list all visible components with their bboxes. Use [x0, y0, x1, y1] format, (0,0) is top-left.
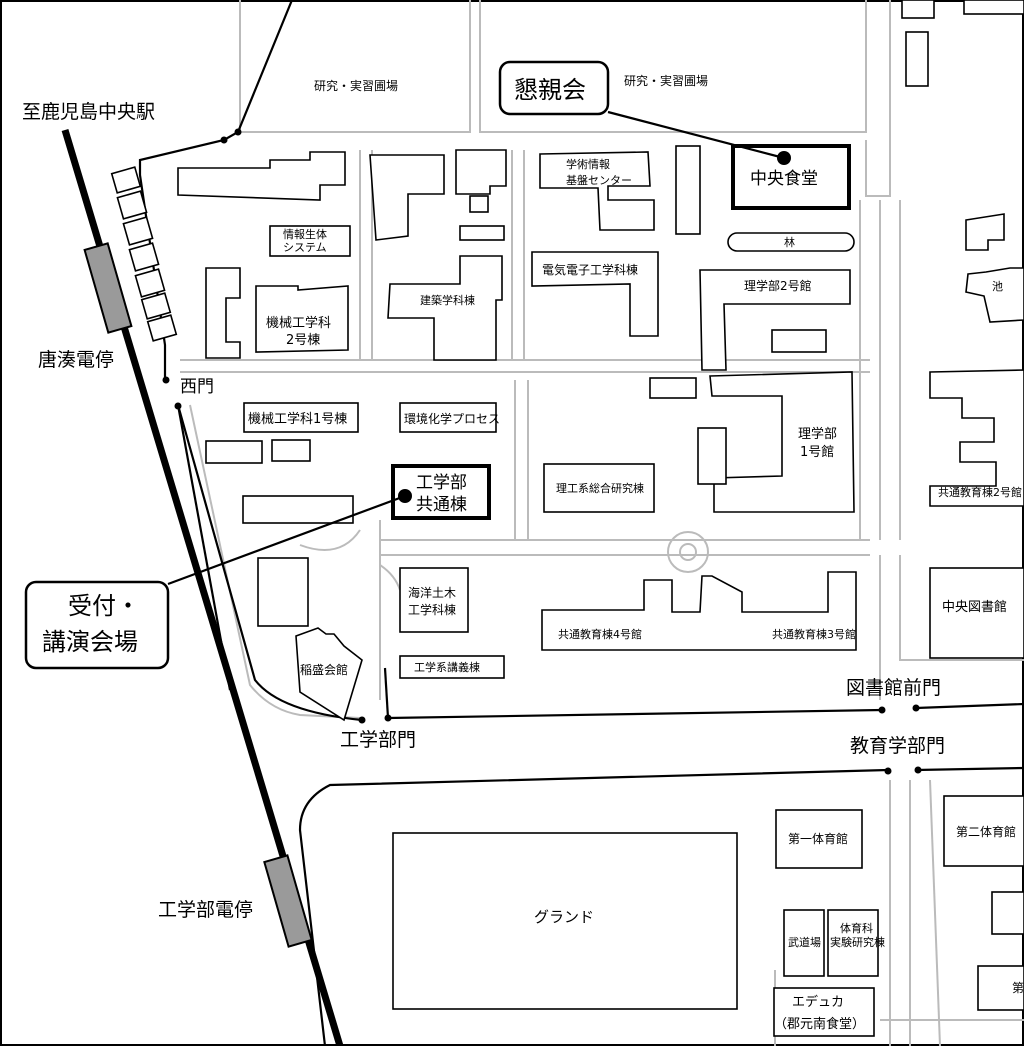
label-jouhou: 情報生体 [283, 227, 327, 241]
label-inamori: 稲盛会館 [300, 662, 348, 677]
station-label-kogakubu: 工学部電停 [158, 899, 253, 921]
station-labels: 至鹿児島中央駅 唐湊電停 工学部電停 [22, 101, 253, 921]
callout-labels: 懇親会 受付・ 講演会場 [42, 76, 586, 656]
konshinkai-callout [498, 60, 610, 116]
label-science-1: 理学部 [798, 426, 837, 442]
label-mechanical-2: 機械工学科 [266, 315, 331, 331]
label-forest: 林 [784, 235, 795, 249]
label-architecture: 建築学科棟 [420, 293, 475, 307]
label-electrical: 電気電子工学科棟 [542, 262, 638, 277]
label-pe: 体育科 [840, 921, 873, 935]
building-labels: 研究・実習圃場 研究・実習圃場 学術情報 基盤センター 中央食堂 林 情報生体 … [248, 73, 1024, 1032]
buildings [177, 0, 1024, 1037]
gate-label-west: 西門 [180, 377, 214, 397]
label-educa-2: （郡元南食堂） [774, 1016, 865, 1032]
label-library: 中央図書館 [942, 600, 1007, 615]
label-science-2: 理学部2号館 [744, 278, 812, 293]
label-eng-lecture: 工学系講義棟 [414, 660, 480, 674]
gate-label-engineering: 工学部門 [340, 729, 416, 751]
label-common-4: 共通教育棟4号館 [558, 627, 642, 641]
label-mechanical-2b: 2号棟 [286, 333, 320, 348]
small-buildings-west [110, 166, 178, 342]
label-jouhou-2: システム [283, 241, 327, 254]
label-common-2: 共通教育棟2号館 [938, 485, 1022, 499]
label-eng-common: 工学部 [416, 473, 467, 493]
label-gym-2: 第二体育館 [956, 824, 1016, 839]
label-science-1b: 1号館 [800, 445, 834, 460]
station-label-kagoshima-chuo: 至鹿児島中央駅 [22, 101, 155, 123]
label-gakujutsu-2: 基盤センター [566, 174, 632, 187]
label-pond: 池 [992, 280, 1003, 293]
label-eng-common-2: 共通棟 [416, 495, 467, 515]
konshinkai-label: 懇親会 [514, 76, 586, 104]
label-edge: 第 [1012, 981, 1024, 995]
label-gym-1: 第一体育館 [788, 831, 848, 846]
label-budo: 武道場 [788, 935, 821, 949]
label-central-cafeteria: 中央食堂 [750, 169, 818, 189]
label-farm-right: 研究・実習圃場 [624, 73, 708, 88]
label-pe-2: 実験研究棟 [830, 935, 885, 949]
reception-label-line1: 受付・ [68, 592, 140, 620]
callouts [24, 60, 791, 670]
station-platform-toriminato [83, 242, 133, 334]
railway [61, 128, 344, 1046]
station-platform-kogakubu [263, 854, 313, 948]
label-common-3: 共通教育棟3号館 [772, 627, 856, 641]
label-environment: 環境化学プロセス [404, 411, 500, 426]
central-cafeteria [731, 144, 851, 210]
reception-label-line2: 講演会場 [42, 628, 138, 656]
gate-dots [162, 128, 922, 775]
label-gakujutsu: 学術情報 [566, 157, 610, 171]
label-science-engineering: 理工系総合研究棟 [556, 481, 644, 495]
gate-label-education: 教育学部門 [850, 735, 945, 757]
station-label-toriminato: 唐湊電停 [38, 349, 114, 371]
label-mechanical-1: 機械工学科1号棟 [248, 411, 347, 427]
roads [180, 0, 1024, 1046]
label-ocean-civil-2: 工学科棟 [408, 602, 456, 617]
label-farm-left: 研究・実習圃場 [314, 78, 398, 93]
gate-labels: 西門 工学部門 図書館前門 教育学部門 [180, 377, 945, 757]
gate-label-library-front: 図書館前門 [846, 677, 941, 699]
label-ocean-civil: 海洋土木 [408, 585, 456, 600]
label-ground: グランド [534, 908, 594, 926]
label-educa: エデュカ [792, 994, 844, 1010]
reception-callout [24, 580, 170, 670]
